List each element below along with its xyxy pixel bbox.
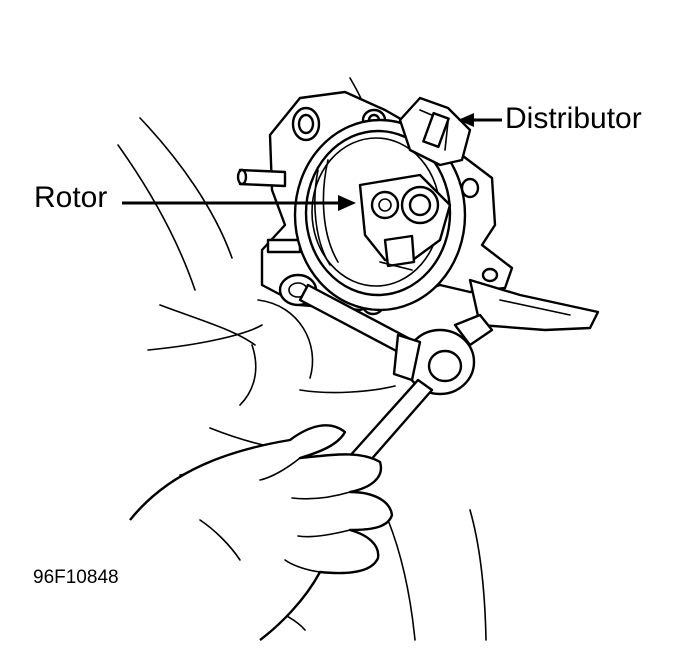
rotor — [358, 173, 452, 271]
figure-code: 96F10848 — [33, 567, 119, 588]
rotor-label: Rotor — [34, 181, 108, 214]
callout-leaders — [122, 113, 502, 211]
socket-wrench — [278, 273, 494, 472]
distributor-connector — [398, 96, 472, 167]
rotor-arrow-head — [338, 195, 356, 211]
hand — [129, 424, 394, 641]
distributor-label: Distributor — [505, 102, 642, 135]
distributor-arrow-head — [458, 113, 474, 127]
